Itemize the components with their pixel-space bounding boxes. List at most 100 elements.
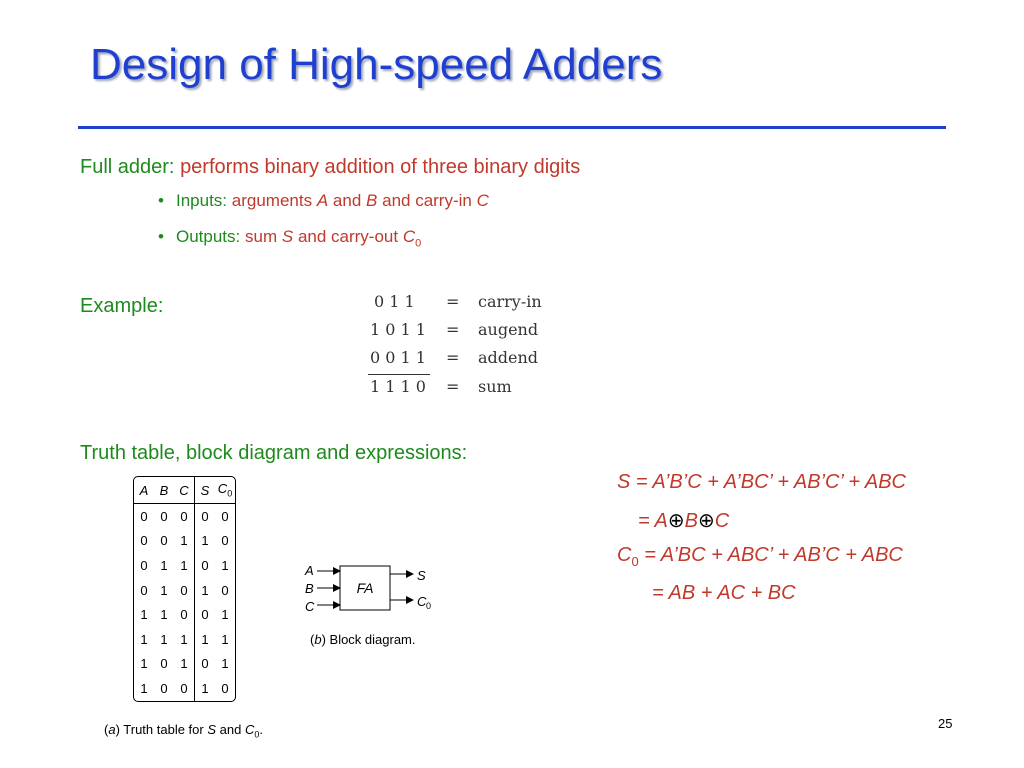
table-cell: 1 [140,680,148,696]
outputs-label: Outputs: [176,227,241,246]
example-name-augend: augend [478,320,539,339]
table-cell: 0 [221,508,229,524]
outputs-c-sub: 0 [415,237,422,250]
truth-table-caption: (a) Truth table for S and C0. [104,722,263,740]
table-cell: 1 [201,582,209,598]
example-name-sum: sum [478,377,512,396]
table-cell: 1 [174,528,195,554]
example-bits-augend: 1 0 1 1 [370,320,426,339]
table-cell: 0 [174,577,195,603]
table-cell: 0 [221,582,229,598]
example-name-addend: addend [478,348,539,367]
xor-icon: ⊕ [697,510,715,532]
table-cell: 1 [160,631,168,647]
caption-s: S [207,722,217,737]
table-cell: 0 [140,508,148,524]
output-c-sub: 0 [426,601,431,611]
table-cell: 0 [160,656,168,672]
caption-b: b [314,632,322,647]
outputs-text-2: and carry-out [297,227,399,246]
s-simplified-a: = A [638,510,668,532]
full-adder-description: performs binary addition of three binary… [180,156,581,178]
input-a-label: A [304,563,314,578]
header-a: A [139,482,149,498]
header-s: S [200,482,210,498]
block-diagram: FA A B C S C 0 [304,563,431,614]
bullet-icon: • [158,227,164,246]
inputs-and-1: and [332,191,362,210]
table-cell: 1 [174,651,195,677]
table-cell: 0 [201,607,209,623]
inputs-a: A [316,191,329,210]
caption-b-rest: ) Block diagram. [321,632,416,647]
caption-c: C [244,722,255,737]
inputs-c: C [476,191,489,210]
header-c: C [174,477,195,504]
caption-end: . [259,722,264,737]
table-cell: 0 [201,557,209,573]
outputs-text-1: sum [245,227,278,246]
table-cell: 0 [160,533,168,549]
example-bits-addend: 0 0 1 1 [370,348,426,367]
header-c0: C0 [215,477,235,504]
s-expression: S = A’B’C + A’BC’ + AB’C’ + ABC [617,471,907,493]
inputs-label: Inputs: [176,191,228,210]
table-cell: 1 [174,626,195,652]
table-cell: 1 [140,631,148,647]
block-diagram-caption: (b) Block diagram. [310,632,416,647]
table-cell: 0 [174,503,195,529]
input-b-label: B [305,581,314,596]
c-expression: C0 = A’BC + ABC’ + AB’C + ABC [617,544,903,569]
table-cell: 1 [174,553,195,578]
table-cell: 0 [221,533,229,549]
table-cell: 1 [201,631,209,647]
example-bits-carry: 0 1 1 [374,292,415,311]
page-number: 25 [938,716,953,731]
table-cell: 1 [140,656,148,672]
output-c-label: C [417,594,427,609]
caption-b-open: ( [310,632,315,647]
caption-mid: ) Truth table for [115,722,204,737]
example-addition: 0 1 1 = carry-in 1 0 1 1 = augend 0 0 1 … [368,292,568,404]
table-cell: 0 [174,602,195,627]
table-cell: 0 [221,680,229,696]
inputs-b: B [366,191,378,210]
s-simplified: = A⊕B⊕C [638,508,729,533]
example-label: Example: [80,295,164,317]
example-bits-sum: 1 1 1 0 [370,377,426,396]
table-cell: 0 [140,533,148,549]
inputs-bullet: •Inputs: arguments A and B and carry-in … [158,191,489,211]
fa-label: FA [357,580,374,596]
s-simplified-c: C [714,510,730,532]
table-cell: 1 [160,607,168,623]
table-cell: 1 [160,557,168,573]
c-label: C [617,544,632,566]
example-eq-sum: = [446,377,460,396]
inputs-text: arguments [231,191,313,210]
caption-a: a [108,722,116,737]
fa-box [339,565,391,611]
table-cell: 1 [201,680,209,696]
truth-table-header: A B C S C0 [134,477,235,504]
example-name-carry: carry-in [478,292,542,311]
table-cell: 0 [140,582,148,598]
table-cell: 1 [140,607,148,623]
s-simplified-b: B [684,510,698,532]
example-eq-addend: = [446,348,460,367]
caption-and: and [219,722,242,737]
title-divider [78,126,946,129]
table-cell: 0 [160,680,168,696]
header-b: B [159,482,169,498]
table-cell: 1 [201,533,209,549]
truth-section-label: Truth table, block diagram and expressio… [80,442,468,464]
sum-rule [368,374,430,375]
c-simplified: = AB + AC + BC [652,582,796,604]
output-s-label: S [417,568,426,583]
outputs-s: S [281,227,294,246]
header-c0-letter: C [217,481,228,497]
